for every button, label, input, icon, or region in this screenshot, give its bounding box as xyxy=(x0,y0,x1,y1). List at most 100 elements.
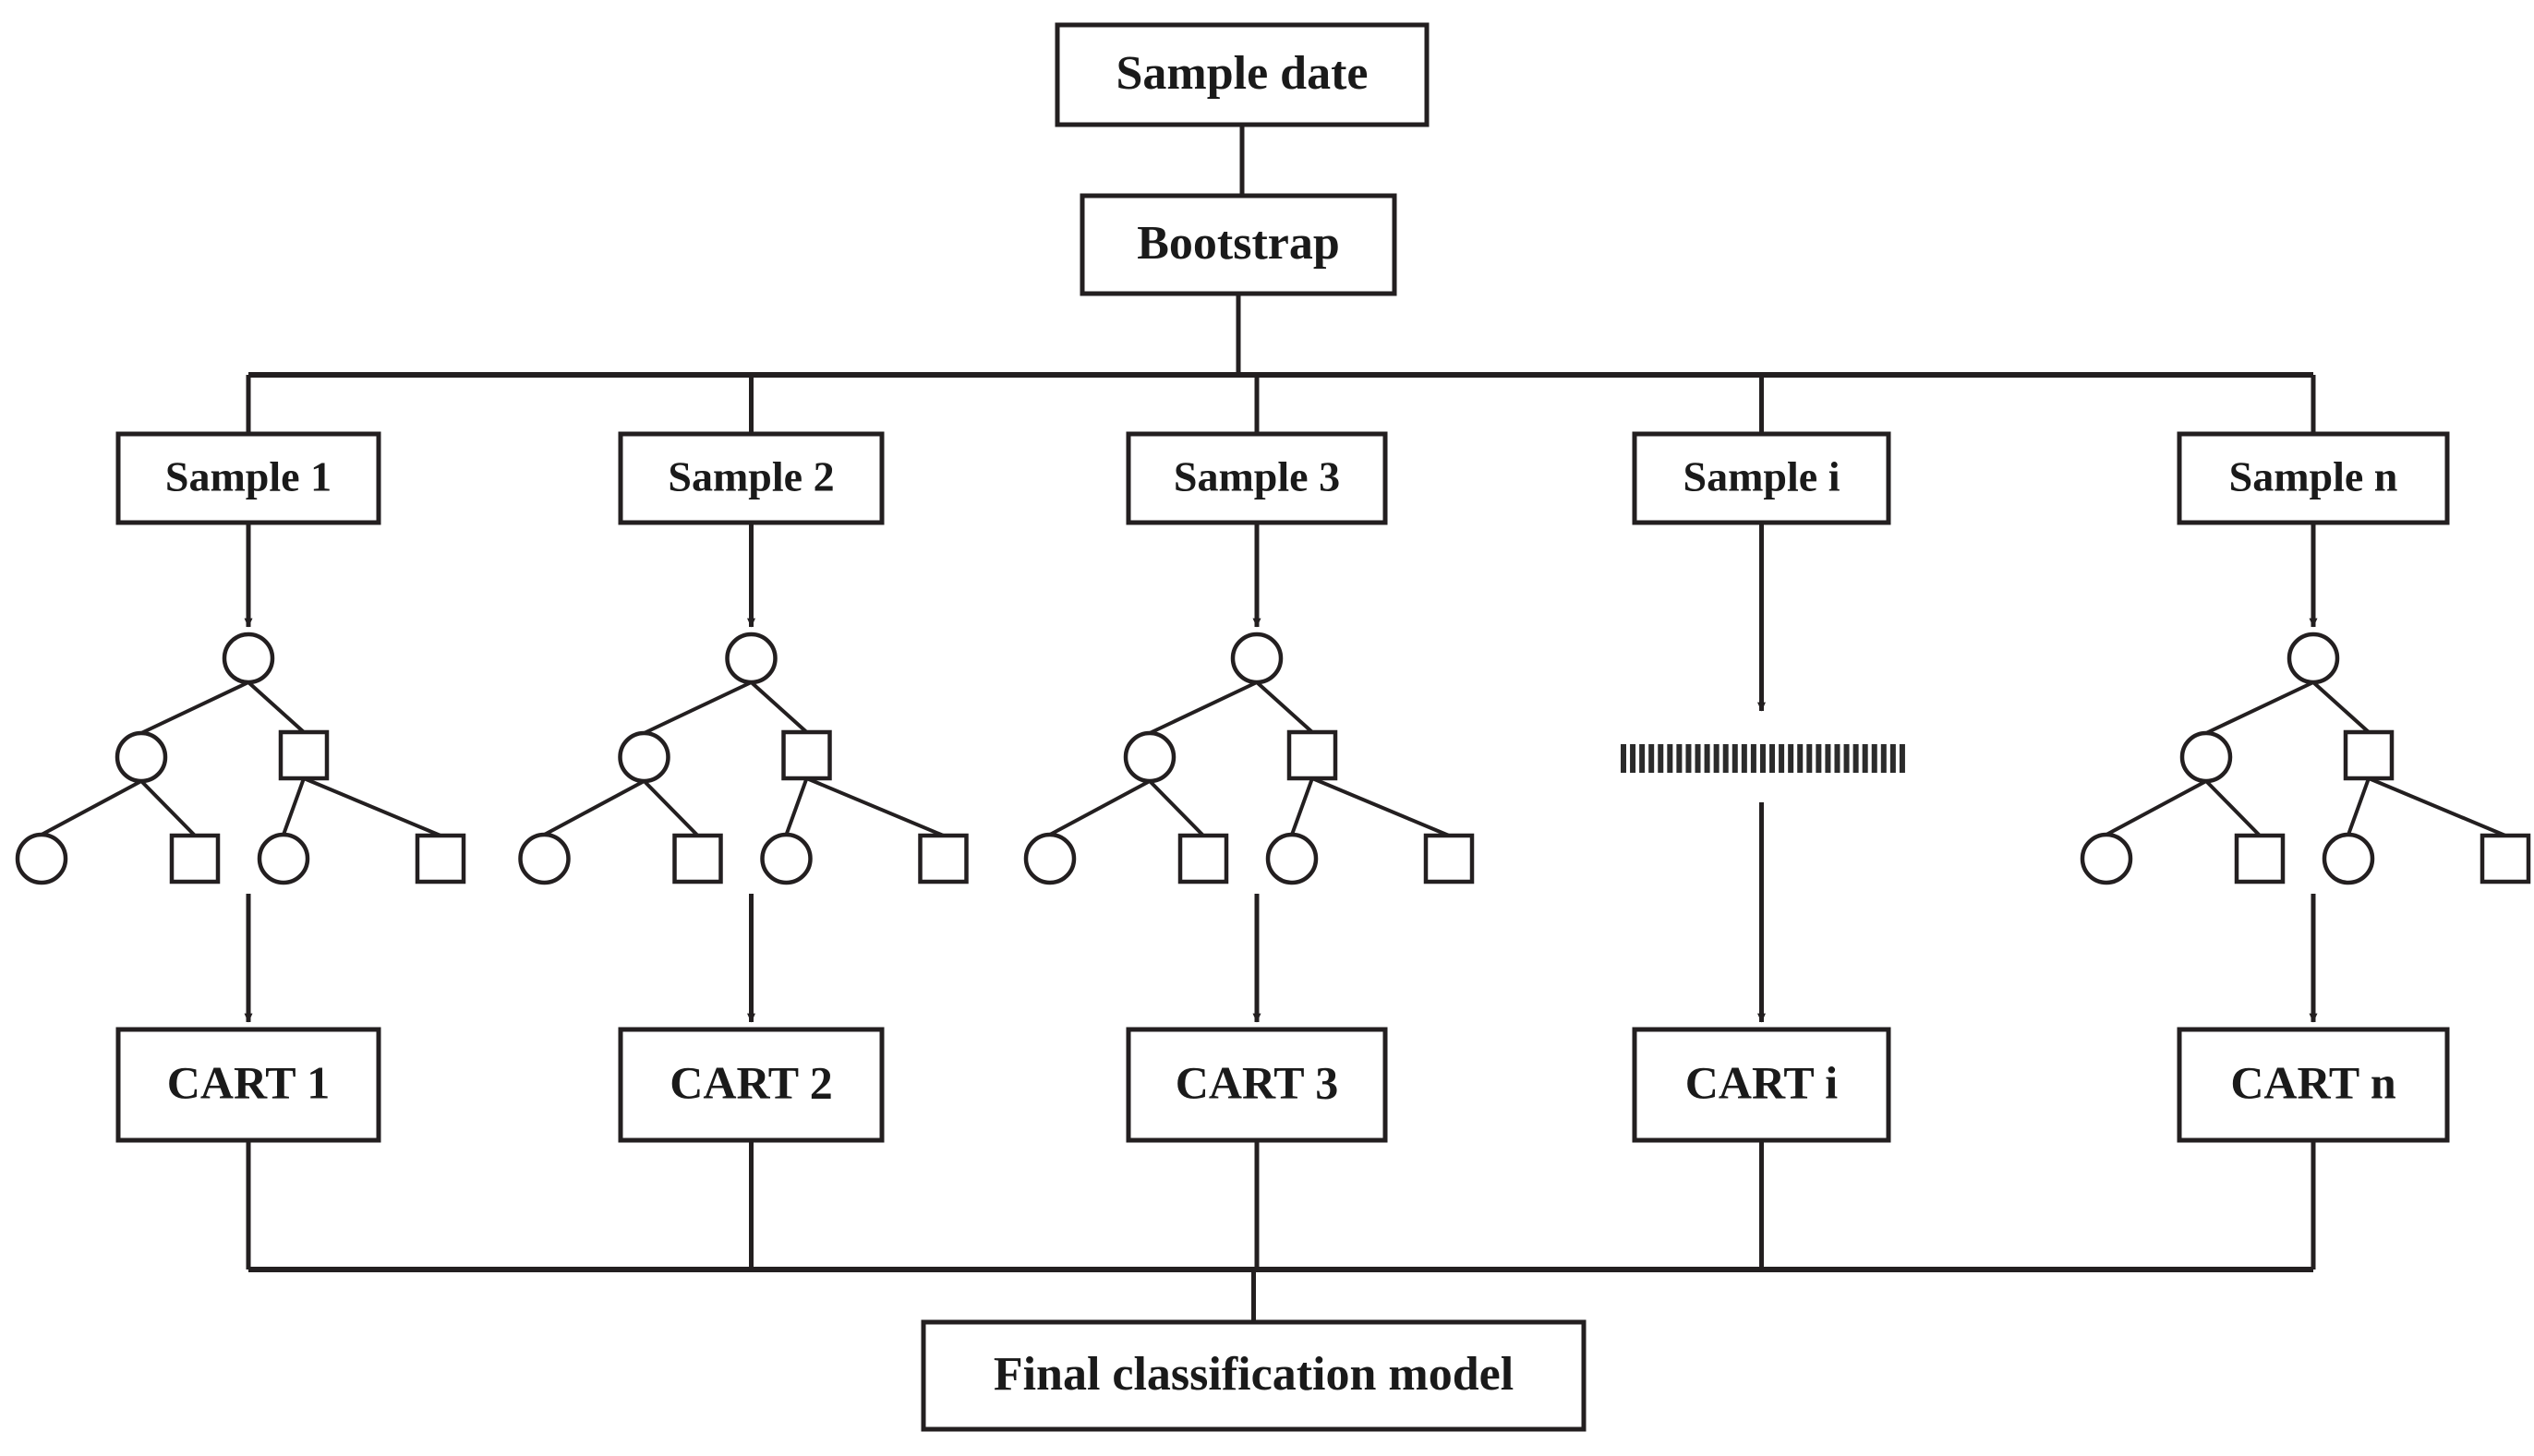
tree-edge-root-right xyxy=(1255,680,1314,734)
tree-node-internal-circle xyxy=(618,730,670,784)
tree-node-internal-square xyxy=(2343,729,2395,781)
tree-node-internal-square xyxy=(1286,729,1338,781)
node-final-classification-model[interactable]: Final classification model xyxy=(921,1319,1587,1432)
node-sample-date[interactable]: Sample date xyxy=(1055,22,1430,127)
ellipsis-tick xyxy=(1806,744,1813,773)
cart-i-label: CART i xyxy=(1685,1056,1839,1108)
node-cart-3[interactable]: CART 3 xyxy=(1126,1027,1388,1143)
tree-edge-left-leaf2 xyxy=(1148,779,1205,837)
tree-leaf-4-square xyxy=(2480,833,2531,884)
ellipsis-tick xyxy=(1779,744,1785,773)
tree-edge-root-left xyxy=(2205,680,2314,735)
ellipsis-tick xyxy=(1621,744,1626,773)
tree-leaf-1-circle xyxy=(518,832,571,885)
node-sample-2[interactable]: Sample 2 xyxy=(618,431,885,525)
cart-n-label: CART n xyxy=(2230,1056,2396,1108)
cart-tree-sample-n xyxy=(2080,632,2531,885)
tree-node-root-circle xyxy=(725,632,778,685)
sample-i-rect xyxy=(1632,431,1891,525)
tree-leaf-3-circle xyxy=(760,832,813,885)
node-cart-i[interactable]: CART i xyxy=(1632,1027,1891,1143)
tree-edge-left-leaf2 xyxy=(139,779,197,837)
ellipsis-tick xyxy=(1834,744,1840,773)
ellipsis-tick xyxy=(1899,744,1905,773)
cart-1-label: CART 1 xyxy=(167,1056,331,1108)
node-cart-2[interactable]: CART 2 xyxy=(618,1027,885,1143)
node-cart-1[interactable]: CART 1 xyxy=(115,1027,381,1143)
cart-tree-sample-1 xyxy=(15,632,466,885)
tree-edge-right-leaf3 xyxy=(784,777,809,836)
sample-1-rect xyxy=(115,431,381,525)
node-cart-n[interactable]: CART n xyxy=(2177,1027,2450,1143)
cart-3-rect xyxy=(1126,1027,1388,1143)
ellipsis-tick xyxy=(1880,744,1887,773)
tree-node-root-circle xyxy=(2287,632,2340,685)
tree-node-internal-square xyxy=(781,729,832,781)
node-bootstrap[interactable]: Bootstrap xyxy=(1080,193,1397,296)
tree-leaf-1-circle xyxy=(15,832,68,885)
node-sample-n[interactable]: Sample n xyxy=(2177,431,2450,525)
final-classification-model-rect xyxy=(921,1319,1587,1432)
cart-n-rect xyxy=(2177,1027,2450,1143)
tree-leaf-2-square xyxy=(1177,833,1229,884)
ellipsis-tick xyxy=(1658,744,1664,773)
tree-layer xyxy=(15,632,2531,885)
tree-leaf-1-circle xyxy=(1023,832,1077,885)
connector-layer xyxy=(244,125,2318,1322)
tree-edge-left-leaf1 xyxy=(1049,779,1151,836)
ellipsis-tick xyxy=(1825,744,1831,773)
tree-node-internal-circle xyxy=(115,730,168,784)
ellipsis-tick xyxy=(1732,744,1738,773)
sample-date-rect xyxy=(1055,22,1430,127)
final-classification-model-label: Final classification model xyxy=(994,1348,1514,1401)
tree-edge-right-leaf4 xyxy=(1311,776,1450,837)
ellipsis-tick xyxy=(1843,744,1850,773)
sample-n-label: Sample n xyxy=(2229,453,2398,500)
tree-leaf-2-square xyxy=(672,833,723,884)
ellipsis-tick xyxy=(1676,744,1683,773)
tree-leaf-2-square xyxy=(2234,833,2286,884)
bootstrap-label: Bootstrap xyxy=(1137,217,1340,270)
tree-edge-right-leaf4 xyxy=(2368,776,2506,837)
bootstrap-rect xyxy=(1080,193,1397,296)
tree-edge-root-left xyxy=(140,680,249,735)
tree-edge-right-leaf3 xyxy=(2347,777,2371,836)
ellipsis-tick xyxy=(1713,744,1720,773)
tree-edge-root-right xyxy=(247,680,306,734)
cart-tree-sample-3 xyxy=(1023,632,1475,885)
ellipsis-tick xyxy=(1816,744,1822,773)
tree-edge-left-leaf1 xyxy=(2106,779,2207,836)
tree-node-internal-square xyxy=(278,729,330,781)
ellipsis-tick xyxy=(1630,744,1636,773)
tree-edge-left-leaf1 xyxy=(543,779,646,836)
ellipsis-tick xyxy=(1862,744,1868,773)
cart-2-rect xyxy=(618,1027,885,1143)
ellipsis-tick xyxy=(1759,744,1766,773)
node-sample-i[interactable]: Sample i xyxy=(1632,431,1891,525)
tree-edge-left-leaf2 xyxy=(643,779,699,837)
cart-1-rect xyxy=(115,1027,381,1143)
tree-edge-root-left xyxy=(1149,680,1258,735)
ellipsis-tick xyxy=(1704,744,1710,773)
ellipsis-tick xyxy=(1722,744,1729,773)
tree-edge-left-leaf1 xyxy=(41,779,142,836)
tree-node-internal-circle xyxy=(1123,730,1176,784)
tree-edge-root-right xyxy=(750,680,808,734)
ellipsis-tick xyxy=(1750,744,1756,773)
node-sample-3[interactable]: Sample 3 xyxy=(1126,431,1388,525)
cart-3-label: CART 3 xyxy=(1176,1056,1339,1108)
sample-n-rect xyxy=(2177,431,2450,525)
tree-edge-left-leaf2 xyxy=(2204,779,2262,837)
node-sample-1[interactable]: Sample 1 xyxy=(115,431,381,525)
tree-leaf-2-square xyxy=(169,833,221,884)
ellipsis-marker xyxy=(1621,744,1905,773)
tree-edge-root-left xyxy=(643,680,753,735)
ellipsis-tick xyxy=(1639,744,1646,773)
sample-2-label: Sample 2 xyxy=(668,453,834,500)
ellipsis-tick xyxy=(1695,744,1701,773)
tree-leaf-4-square xyxy=(1423,833,1475,884)
tree-node-root-circle xyxy=(222,632,275,685)
